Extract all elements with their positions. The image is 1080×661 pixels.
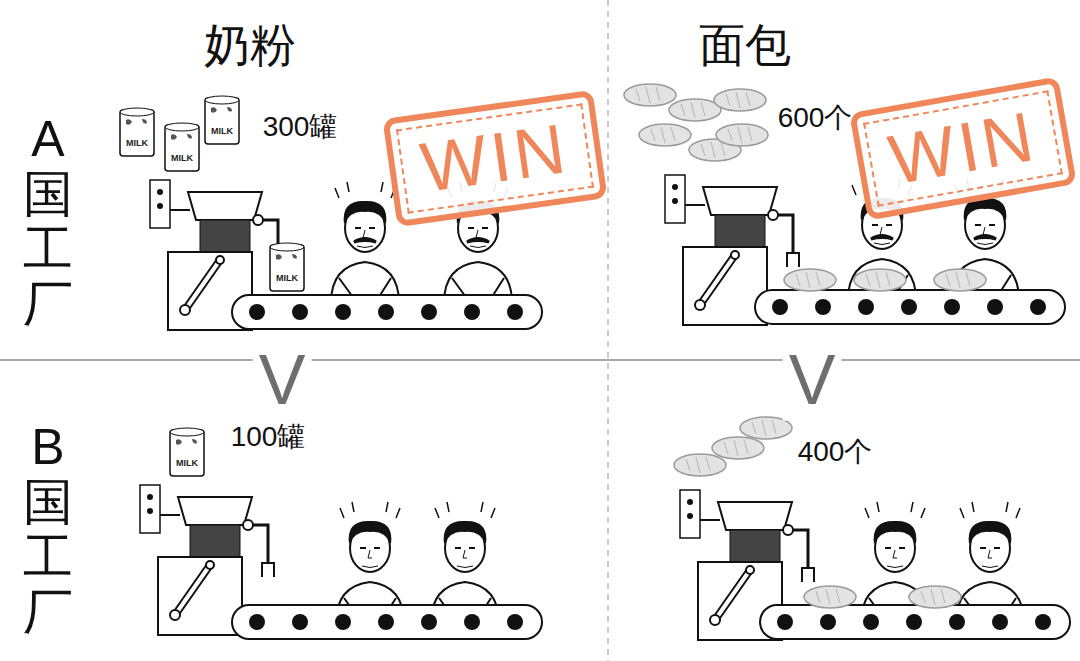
quantity-label: 300罐	[263, 111, 338, 143]
bread	[854, 269, 906, 291]
worker	[354, 239, 376, 243]
quantity-label: 400个	[798, 436, 873, 468]
worker	[974, 236, 996, 240]
row-header: A国工厂	[23, 112, 73, 332]
milk-can	[270, 243, 304, 291]
comparison-mark: V	[783, 340, 842, 421]
stamp-text: WIN	[416, 110, 573, 207]
milk-can	[120, 108, 154, 156]
conveyor-belt	[755, 290, 1065, 324]
conveyor-belt	[232, 605, 542, 639]
milk-can	[170, 428, 204, 476]
worker	[331, 182, 399, 303]
bread	[639, 124, 691, 146]
bread	[624, 84, 676, 106]
bread	[784, 269, 836, 291]
win-stamp: WIN	[849, 76, 1077, 220]
bread	[712, 437, 764, 459]
can-label: MILK	[210, 127, 234, 136]
quantity-label: 600个	[778, 102, 853, 134]
bread	[909, 586, 961, 608]
milk-can	[165, 123, 199, 171]
worker	[871, 236, 893, 240]
bread	[934, 269, 986, 291]
worker	[467, 239, 489, 243]
bread	[740, 417, 792, 439]
quantity-label: 100罐	[231, 421, 306, 453]
milk-can	[205, 96, 239, 144]
bread	[714, 89, 766, 111]
row-header: B国工厂	[23, 420, 73, 640]
can-label: MILK	[125, 139, 149, 148]
column-header: 奶粉	[204, 19, 296, 72]
can-label: MILK	[275, 274, 299, 283]
can-label: MILK	[175, 459, 199, 468]
column-header: 面包	[699, 19, 791, 72]
win-stamp: WIN	[382, 89, 607, 226]
stamp-text: WIN	[883, 97, 1042, 199]
comparison-mark: V	[253, 340, 312, 421]
can-label: MILK	[170, 154, 194, 163]
bread	[669, 99, 721, 121]
bread	[716, 124, 768, 146]
conveyor-belt	[760, 605, 1070, 639]
grid-line	[0, 359, 1080, 361]
bread	[804, 586, 856, 608]
conveyor-belt	[232, 295, 542, 329]
bread	[674, 454, 726, 476]
grid-line	[607, 0, 609, 661]
